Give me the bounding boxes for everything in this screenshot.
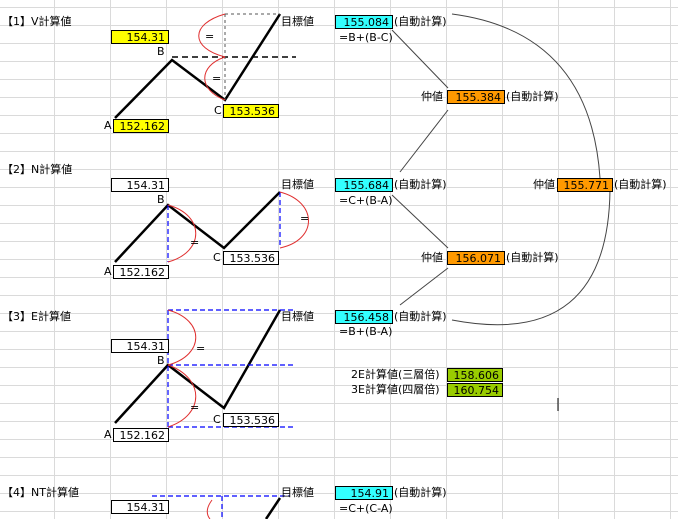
v-top-cell[interactable]: 154.31 [111, 30, 169, 44]
n-point-b-label: B [157, 193, 165, 206]
mid-vn-label: 仲値 [421, 90, 443, 103]
e-c-cell[interactable]: 153.536 [223, 413, 279, 427]
section-v-drawing [114, 13, 296, 119]
n-target-cell[interactable]: 155.684 [335, 178, 393, 192]
e2-label: 2E計算値(三層倍) [351, 368, 440, 381]
v-c-cell[interactable]: 153.536 [223, 104, 279, 118]
mid-overall-label: 仲値 [533, 178, 555, 191]
v-point-b-label: B [157, 45, 165, 58]
e-curve-upper [167, 309, 197, 366]
n-point-c-label: C [213, 251, 221, 264]
nt-top-cell[interactable]: 154.31 [111, 500, 169, 514]
v-auto-label: (自動計算) [394, 15, 447, 28]
e3-value-cell[interactable]: 160.754 [447, 383, 503, 397]
connector-v-to-overall [451, 13, 601, 179]
section-n-title: 【2】N計算値 [2, 163, 73, 176]
v-a-cell[interactable]: 152.162 [113, 119, 169, 133]
v-point-c-label: C [214, 104, 222, 117]
e-point-c-label: C [213, 413, 221, 426]
section-nt-drawing [152, 495, 290, 519]
e-curve-lower [167, 364, 197, 428]
e-point-b-label: B [157, 354, 165, 367]
e3-label: 3E計算値(四層倍) [351, 383, 440, 396]
e-equal-mark-2: = [190, 401, 200, 414]
nt-wave-line [264, 497, 282, 519]
n-point-a-label: A [104, 265, 112, 278]
n-c-cell[interactable]: 153.536 [223, 251, 279, 265]
nt-formula: =C+(C-A) [339, 502, 393, 515]
mid-vn-cell[interactable]: 155.384 [447, 90, 505, 104]
v-equal-mark-1: = [205, 30, 215, 43]
n-wave-line [114, 191, 281, 263]
section-nt-title: 【4】NT計算値 [2, 486, 79, 499]
e-top-cell[interactable]: 154.31 [111, 339, 169, 353]
mid-ne-auto-label: (自動計算) [506, 251, 559, 264]
v-target-cell[interactable]: 155.084 [335, 15, 393, 29]
e-target-label: 目標値 [281, 310, 314, 323]
e-point-a-label: A [104, 428, 112, 441]
n-auto-label: (自動計算) [394, 178, 447, 191]
section-e-title: 【3】E計算値 [2, 310, 71, 323]
v-curve-lower [204, 56, 226, 101]
e-a-cell[interactable]: 152.162 [113, 428, 169, 442]
n-equal-mark-1: = [190, 236, 200, 249]
mid-ne-cell[interactable]: 156.071 [447, 251, 505, 265]
n-equal-mark-2: = [300, 212, 310, 225]
n-curve-right [279, 191, 309, 249]
nt-target-cell[interactable]: 154.91 [335, 486, 393, 500]
mid-ne-label: 仲値 [421, 251, 443, 264]
n-formula: =C+(B-A) [339, 194, 393, 207]
connector-n-to-mid2 [391, 194, 449, 249]
mid-overall-auto-label: (自動計算) [614, 178, 667, 191]
e-formula: =B+(B-A) [339, 325, 393, 338]
n-curve-left [167, 204, 197, 263]
e-wave-line [114, 309, 282, 424]
nt-target-label: 目標値 [281, 486, 314, 499]
connector-e-to-overall [451, 189, 611, 326]
mid-vn-auto-label: (自動計算) [506, 90, 559, 103]
nt-curve [206, 499, 213, 519]
connector-e-to-mid2 [399, 267, 449, 306]
e-equal-mark-1: = [196, 342, 206, 355]
e2-value-cell[interactable]: 158.606 [447, 368, 503, 382]
mid-overall-cell[interactable]: 155.771 [557, 178, 613, 192]
v-equal-mark-2: = [212, 72, 222, 85]
section-e-drawing [114, 309, 295, 428]
connector-v-to-mid [391, 29, 449, 89]
v-formula: =B+(B-C) [339, 31, 393, 44]
n-target-label: 目標値 [281, 178, 314, 191]
e-auto-label: (自動計算) [394, 310, 447, 323]
v-target-label: 目標値 [281, 15, 314, 28]
v-curve-upper [198, 13, 226, 58]
e-target-cell[interactable]: 156.458 [335, 310, 393, 324]
n-a-cell[interactable]: 152.162 [113, 265, 169, 279]
section-v-title: 【1】V計算値 [2, 15, 72, 28]
section-n-drawing [114, 191, 309, 263]
nt-auto-label: (自動計算) [394, 486, 447, 499]
v-point-a-label: A [104, 119, 112, 132]
connector-n-to-mid [399, 109, 449, 173]
n-top-cell[interactable]: 154.31 [111, 178, 169, 192]
